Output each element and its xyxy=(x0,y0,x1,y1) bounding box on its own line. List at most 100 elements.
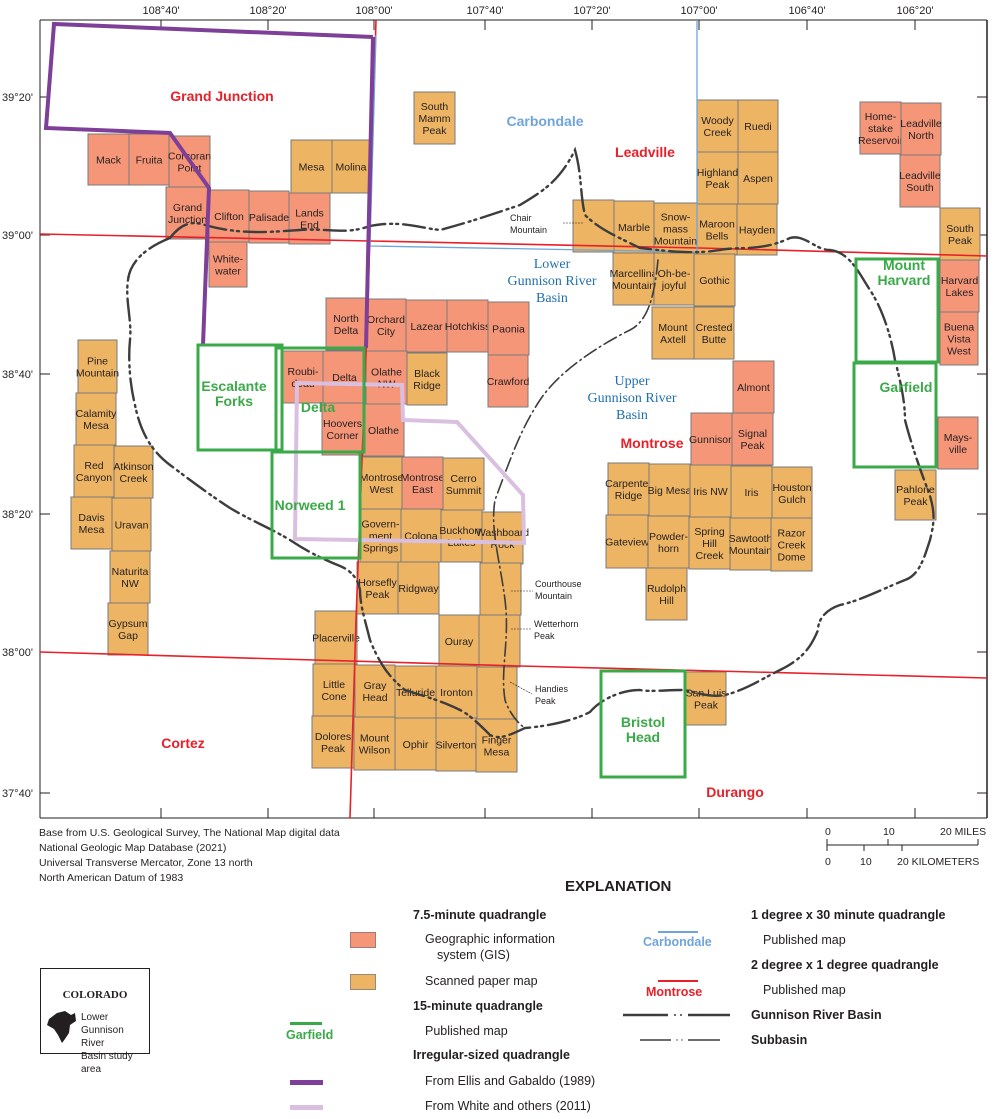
quadrangle-label: Bells xyxy=(706,231,729,243)
quadrangle-label: Hoovers xyxy=(323,418,362,430)
credit-line: Universal Transverse Mercator, Zone 13 n… xyxy=(39,857,253,869)
quadrangle-label: Mountain xyxy=(76,368,119,380)
quadrangle-label: horn xyxy=(658,543,679,555)
quadrangle: Telluride xyxy=(394,665,437,719)
longitude-tick-label: 108°00' xyxy=(355,5,392,17)
legend-heading-15-minute: 15-minute quadrangle xyxy=(413,999,543,1013)
quadrangle: Clifton xyxy=(208,189,250,243)
inset-title: COLORADO xyxy=(62,989,128,1001)
quadrangle-label: Mays- xyxy=(944,432,973,444)
fifteen-minute-quad: Garfield xyxy=(852,361,938,469)
quadrangle-label: Peak xyxy=(321,743,346,755)
credit-line: National Geologic Map Database (2021) xyxy=(39,842,227,854)
quadrangle-label: Creek xyxy=(119,473,148,485)
inset-line: Basin study area xyxy=(81,1051,133,1075)
quadrangle: Mack xyxy=(87,133,130,186)
colorado-locator-inset: COLORADO Lower Gunnison River Basin stud… xyxy=(40,968,150,1075)
legend-subbasin: Subbasin xyxy=(751,1033,808,1047)
quadrangle: Roubi-deau xyxy=(282,350,324,404)
quadrangle: Ruedi xyxy=(737,99,779,153)
quadrangle-label: Harvard xyxy=(941,275,979,287)
quadrangle-label: Gap xyxy=(118,630,138,642)
quadrangle-label: Peak xyxy=(904,496,929,508)
fifteen-minute-label: Escalante xyxy=(201,378,267,394)
one-by-half-sheet-label: Carbondale xyxy=(506,113,583,129)
quadrangle-label: Peak xyxy=(694,700,719,712)
quadrangle: Fruita xyxy=(128,133,170,186)
legend-gunnison-basin: Gunnison River Basin xyxy=(751,1008,882,1022)
quadrangle-label: Ouray xyxy=(445,636,474,648)
inset-line: Lower xyxy=(81,1012,109,1023)
quadrangle-label: Molina xyxy=(336,162,367,174)
quadrangle-label: Big Mesa xyxy=(648,485,692,497)
quadrangle-label: Lazear xyxy=(410,321,443,333)
quadrangle-label: Lands xyxy=(295,208,324,220)
quadrangle-label: Carpenter xyxy=(605,478,652,490)
quadrangle-label: Signal xyxy=(738,428,767,440)
quadrangle-label: Atkinson xyxy=(113,461,153,473)
montrose-line-sample xyxy=(658,980,698,982)
quadrangle-label: Mount xyxy=(360,733,389,745)
gis-swatch xyxy=(350,932,376,948)
quadrangle-label: Pahlone xyxy=(896,484,935,496)
quadrangle-label: Ruedi xyxy=(744,121,771,133)
quadrangle-label: Peak xyxy=(366,589,391,601)
quadrangle-label: Pine xyxy=(87,356,108,368)
quadrangle-label: Calamity xyxy=(76,408,118,420)
basin-label: Upper xyxy=(615,374,650,389)
latitude-tick-label: 38°40' xyxy=(2,369,33,381)
scale-miles-0: 0 xyxy=(825,826,831,838)
latitude-tick-label: 38°00' xyxy=(2,647,33,659)
quadrangle-label: Dome xyxy=(777,552,805,564)
quadrangle-label: Marcellina xyxy=(610,268,658,280)
quadrangle-label: Naturita xyxy=(112,566,149,578)
quadrangle-label: Maroon xyxy=(699,219,735,231)
quadrangle-label: Snow- xyxy=(661,212,691,224)
latitude-tick-label: 37°40' xyxy=(2,788,33,800)
map-frame xyxy=(39,19,988,819)
quadrangle-label: White- xyxy=(213,254,244,266)
quadrangle-label: Peak xyxy=(948,235,973,247)
basin-label: Gunnison River xyxy=(587,391,676,406)
quadrangle: Olathe xyxy=(362,403,405,457)
quadrangle-label: Creek xyxy=(703,127,732,139)
fifteen-minute-label: Mount xyxy=(883,257,925,273)
quadrangle-label: Govern- xyxy=(362,519,400,531)
quadrangle-label: ville xyxy=(949,444,967,456)
quadrangle-label: Gulch xyxy=(778,494,806,506)
scale-miles-20: 20 MILES xyxy=(940,826,987,838)
longitude-tick-label: 108°40' xyxy=(142,5,179,17)
quadrangle: Big Mesa xyxy=(648,463,692,517)
scale-bar: 0 10 20 MILES 0 10 20 KILOMETERS xyxy=(815,822,995,872)
quadrangle-label: Mesa xyxy=(79,524,105,536)
quadrangle: Lazear xyxy=(405,299,448,353)
quadrangle xyxy=(572,199,615,253)
quadrangle: Paonia xyxy=(487,301,530,356)
montrose-sample-label: Montrose xyxy=(646,985,703,999)
quadrangle-label: Iris NW xyxy=(693,486,727,498)
quadrangle-label: Grand xyxy=(173,202,202,214)
basin-label: Basin xyxy=(616,408,648,423)
ellis-line-sample xyxy=(290,1080,323,1085)
quadrangle-label: Ridgway xyxy=(398,583,439,595)
quadrangle-label: City xyxy=(377,326,396,338)
